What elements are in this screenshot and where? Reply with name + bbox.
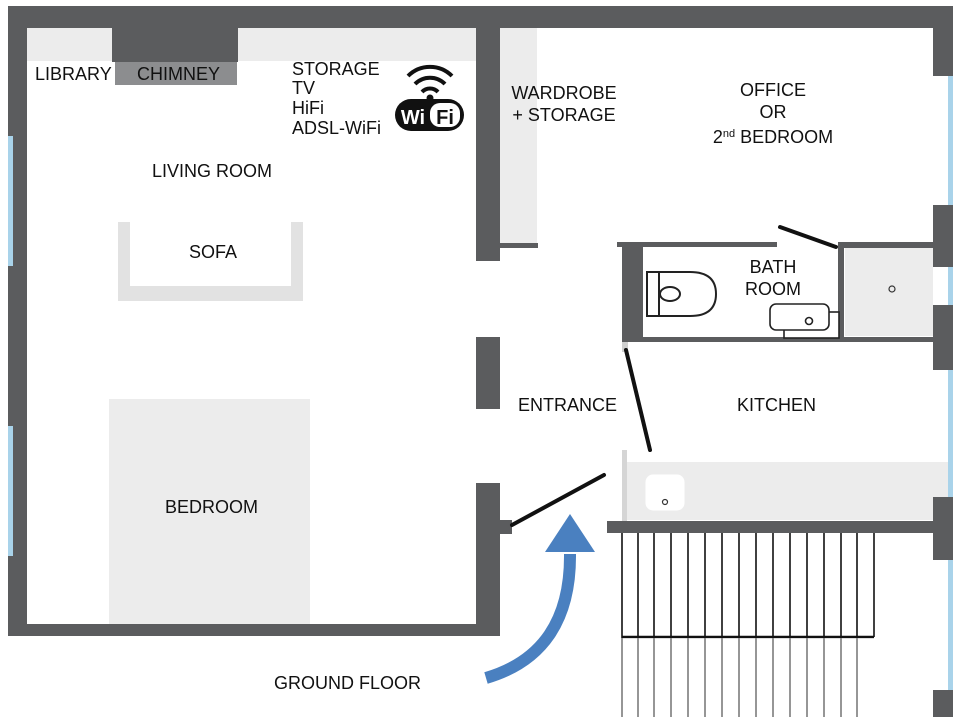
living-room-label: LIVING ROOM [152, 161, 273, 181]
second-bedroom-ordinal: nd [722, 128, 736, 140]
entry-arrow-icon [484, 514, 595, 684]
office-label: OFFICE [740, 80, 806, 100]
office-or-label: OR [759, 102, 787, 122]
wardrobe-label: WARDROBE [511, 83, 617, 103]
shower-area [845, 248, 933, 336]
bathroom-label-line1: BATH [749, 257, 797, 277]
shower-drain [888, 285, 896, 293]
toilet-icon [646, 271, 718, 317]
wardrobe-unit [500, 28, 537, 244]
tv-label: TV [292, 78, 316, 98]
wifi-badge-wi: Wi [401, 107, 425, 129]
sofa-seat [130, 222, 291, 286]
bedroom-label: BEDROOM [165, 497, 259, 517]
windows [8, 76, 953, 690]
doors [510, 225, 838, 527]
top-storage-shelf [27, 28, 476, 61]
sink-icon [644, 473, 686, 512]
library-label: LIBRARY [35, 64, 112, 84]
hifi-label: HiFi [292, 98, 324, 118]
wardrobe-storage-label: + STORAGE [512, 105, 616, 125]
second-bedroom-text: BEDROOM [735, 127, 834, 147]
counter-edge [622, 450, 627, 521]
entrance-label: ENTRANCE [518, 395, 618, 415]
kitchen-label: KITCHEN [737, 395, 817, 415]
storage-label: STORAGE [292, 59, 380, 79]
second-bedroom-number: 2 [712, 127, 723, 147]
interior-walls [476, 6, 933, 636]
chimney-block [112, 6, 238, 62]
adsl-wifi-label: ADSL-WiFi [292, 118, 381, 138]
bathtub-icon [769, 303, 840, 339]
sofa-label: SOFA [189, 242, 238, 262]
staircase [621, 533, 875, 717]
bed [109, 399, 310, 624]
ground-floor-label: GROUND FLOOR [274, 673, 422, 693]
wifi-icon: Wi Fi [395, 64, 464, 131]
door-post [622, 342, 628, 352]
chimney-label-band [115, 62, 237, 85]
chimney-label: CHIMNEY [137, 64, 221, 84]
bathroom-label-line2: ROOM [745, 279, 801, 299]
second-bedroom-label: 2nd BEDROOM [713, 124, 833, 148]
stairs-lower-fade [618, 638, 878, 717]
wifi-badge-fi: Fi [436, 107, 454, 129]
